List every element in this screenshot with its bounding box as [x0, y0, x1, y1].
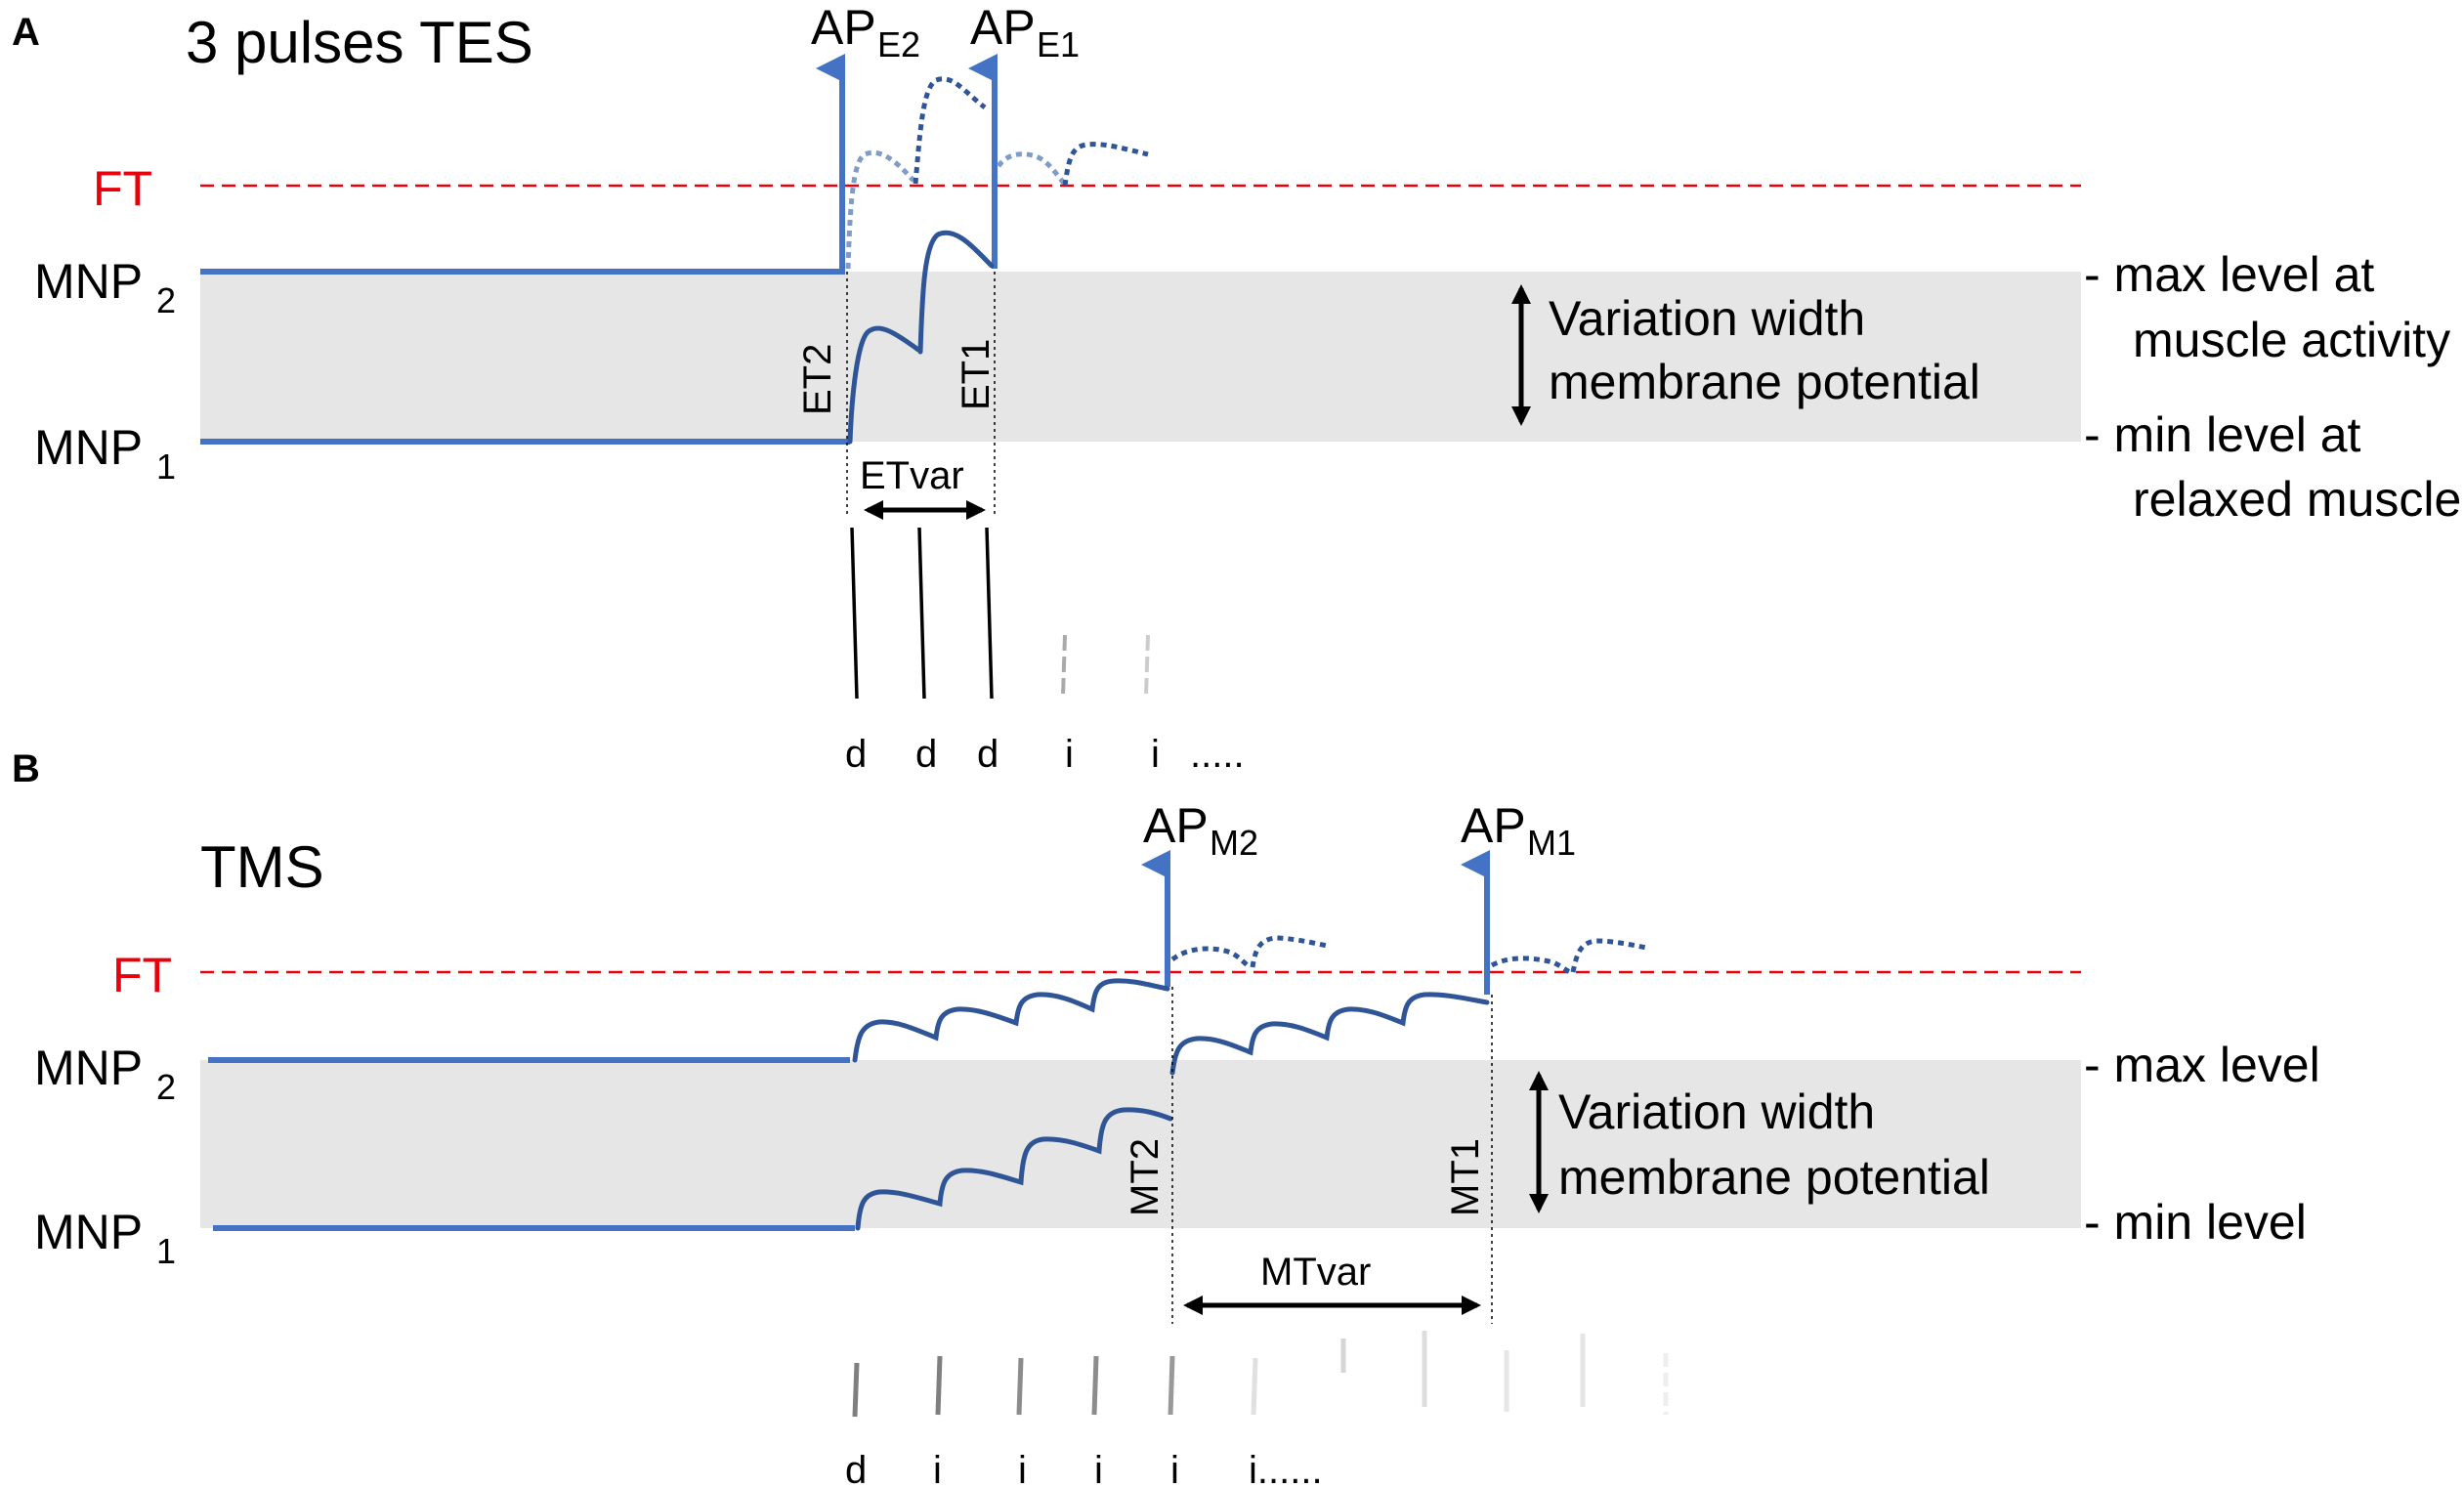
right-min-label-a-line2: relaxed muscle [2133, 472, 2461, 527]
volley-tick-a-5 [1144, 634, 1150, 697]
volley-tick-a-2 [917, 527, 926, 700]
svg-text:AP: AP [1143, 798, 1209, 853]
svg-text:E2: E2 [877, 24, 920, 64]
panel-b-letter: B [12, 747, 40, 790]
dotted-continuation-b2 [1250, 935, 1328, 968]
panel-a-letter: A [12, 11, 40, 54]
svg-text:MNP: MNP [34, 254, 143, 309]
dotted-continuation-b3 [1490, 956, 1572, 975]
variation-label-b-line1: Variation width [1558, 1084, 1875, 1139]
dotted-continuation-a4 [1062, 142, 1149, 187]
volley-tick-a-4 [1061, 634, 1067, 697]
ap-e2-label: AP E2 [811, 0, 920, 64]
svg-text:M2: M2 [1210, 823, 1258, 863]
variation-label-a-line2: membrane potential [1549, 355, 1980, 409]
panel-a: A 3 pulses TES FT MNP 2 MNP 1 AP E2 AP E… [12, 0, 2461, 776]
svg-text:AP: AP [970, 0, 1036, 55]
dotted-continuation-a3 [996, 151, 1067, 187]
mtvar-label: MTvar [1260, 1251, 1371, 1294]
dotted-continuation-a1 [845, 149, 915, 270]
wave-label-a-3: d [977, 733, 998, 776]
dotted-continuation-a2 [913, 76, 987, 185]
svg-text:AP: AP [811, 0, 876, 55]
panel-b: B TMS FT MNP 2 MNP 1 AP M2 AP M1 [12, 747, 2320, 1488]
wave-label-a-5: i [1151, 733, 1160, 776]
svg-text:MNP: MNP [34, 1205, 143, 1259]
wave-label-b-1: d [845, 1449, 867, 1488]
ft-label-a: FT [93, 161, 152, 216]
wave-label-a-4: i [1065, 733, 1074, 776]
wave-label-a-2: d [915, 733, 937, 776]
ap-e1-label: AP E1 [970, 0, 1080, 64]
wave-label-b-4: i [1094, 1449, 1103, 1488]
ap-m1-label: AP M1 [1461, 798, 1576, 863]
right-max-label-a-line2: muscle activity [2133, 313, 2450, 367]
right-max-label-a-line1: - max level at [2084, 247, 2374, 302]
wave-label-b-5: i [1170, 1449, 1179, 1488]
ap-m2-label: AP M2 [1143, 798, 1258, 863]
variation-band-a [200, 272, 2081, 442]
volley-tick-b-2 [935, 1355, 943, 1416]
svg-text:AP: AP [1461, 798, 1526, 853]
epsp-trace-a [847, 325, 921, 445]
panel-b-title: TMS [200, 834, 324, 900]
svg-text:1: 1 [156, 446, 176, 487]
volley-tick-b-1 [852, 1362, 860, 1418]
svg-text:2: 2 [156, 1067, 176, 1107]
volley-tick-a-1 [850, 527, 859, 700]
mt2-label: MT2 [1124, 1138, 1167, 1216]
epsp-staircase-b-upper-1 [852, 978, 1170, 1063]
volley-tick-b-6 [1251, 1357, 1258, 1416]
right-max-label-b: - max level [2084, 1038, 2320, 1092]
svg-text:MNP: MNP [34, 420, 143, 475]
epsp-trace-a-upper [917, 230, 995, 355]
epsp-staircase-b-lower [855, 1107, 1173, 1231]
wave-label-a-1: d [845, 733, 867, 776]
volley-tick-b-3 [1016, 1357, 1024, 1416]
variation-label-b-line2: membrane potential [1558, 1150, 1990, 1205]
mnp1-label-b: MNP 1 [34, 1205, 176, 1271]
wave-label-b-6: i...... [1249, 1449, 1323, 1488]
svg-text:2: 2 [156, 280, 176, 320]
et1-label: ET1 [955, 339, 998, 410]
svg-text:E1: E1 [1037, 24, 1080, 64]
etvar-label: ETvar [860, 454, 964, 497]
ft-label-b: FT [112, 948, 172, 1002]
right-min-label-a-line1: - min level at [2084, 407, 2361, 462]
volley-tick-b-4 [1091, 1355, 1099, 1416]
variation-label-a-line1: Variation width [1549, 291, 1865, 346]
svg-text:MNP: MNP [34, 1041, 143, 1095]
wave-label-b-2: i [933, 1449, 942, 1488]
variation-band-b [200, 1060, 2081, 1228]
panel-a-title: 3 pulses TES [186, 10, 533, 75]
dotted-continuation-b4 [1570, 938, 1647, 973]
dotted-continuation-b1 [1170, 946, 1253, 970]
mt1-label: MT1 [1444, 1138, 1487, 1216]
svg-text:1: 1 [156, 1231, 176, 1271]
wave-label-b-3: i [1018, 1449, 1027, 1488]
epsp-staircase-b-upper-2 [1169, 992, 1490, 1076]
volley-tick-b-5 [1168, 1355, 1175, 1416]
right-min-label-b: - min level [2084, 1195, 2307, 1250]
et2-label: ET2 [796, 344, 839, 415]
wave-label-a-6: ..... [1190, 733, 1245, 776]
mnp2-label-a: MNP 2 [34, 254, 176, 320]
mnp1-label-a: MNP 1 [34, 420, 176, 487]
volley-tick-a-3 [985, 527, 994, 700]
mnp2-label-b: MNP 2 [34, 1041, 176, 1107]
svg-text:M1: M1 [1527, 823, 1576, 863]
